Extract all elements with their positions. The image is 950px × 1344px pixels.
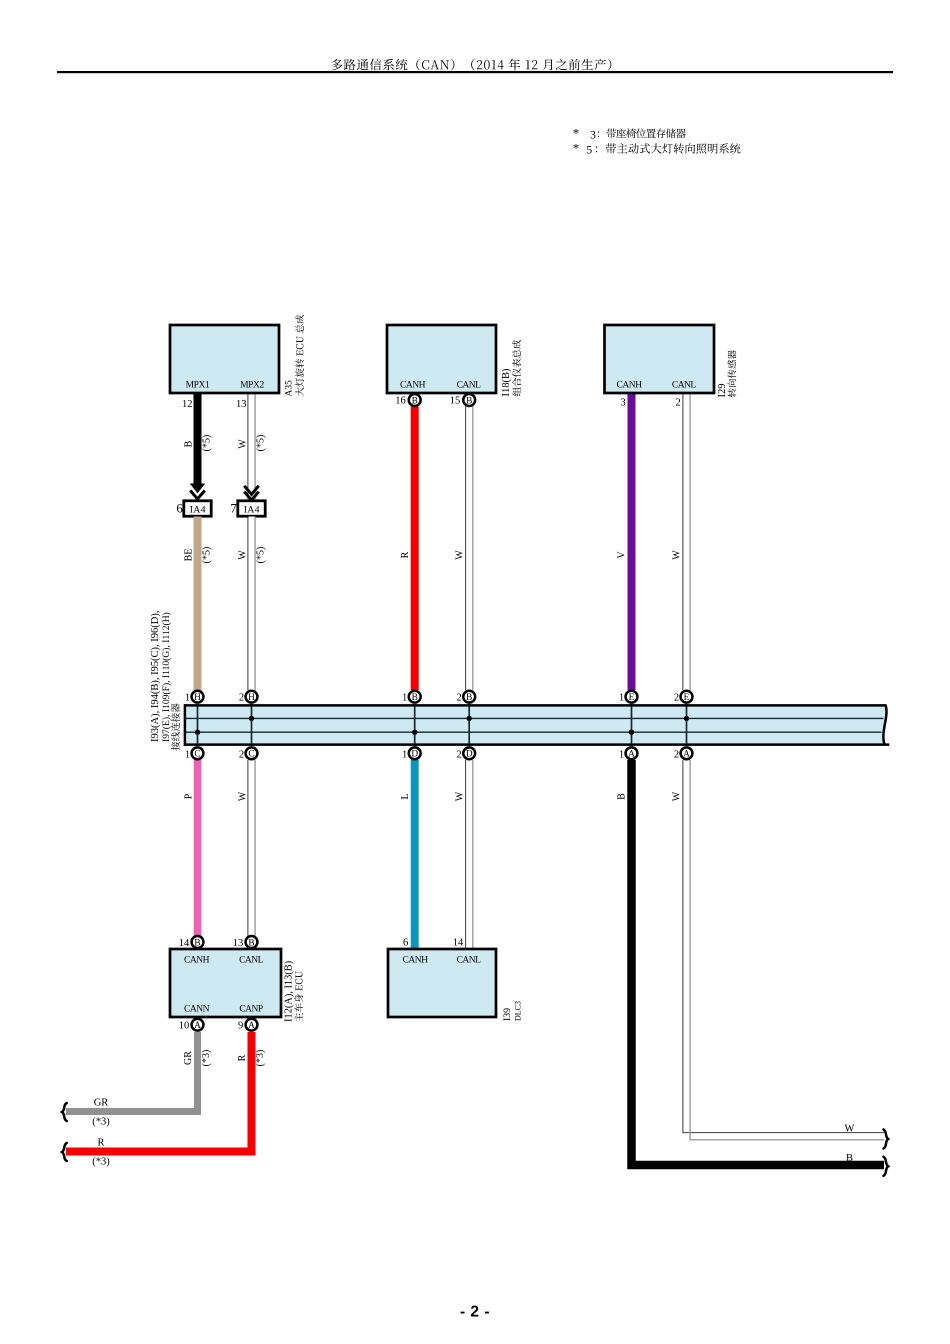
svg-text:W: W [237,550,248,560]
svg-text:CANH: CANH [403,956,429,966]
svg-text:1: 1 [619,693,624,704]
svg-text:V: V [617,551,628,559]
svg-text:2: 2 [675,398,680,409]
svg-text:13: 13 [233,938,244,949]
svg-text:C: C [194,750,200,760]
svg-text:1: 1 [185,693,190,704]
svg-text:B: B [617,793,628,800]
svg-text:I93(A), I94(B), I95(C), I96(D): I93(A), I94(B), I95(C), I96(D), [150,610,161,742]
svg-text:7: 7 [230,502,237,516]
svg-text:I29: I29 [717,384,728,398]
svg-text:CANP: CANP [239,1005,263,1015]
svg-text:3: 3 [590,129,596,141]
svg-text:W: W [845,1124,855,1135]
svg-text:IA4: IA4 [190,504,206,515]
svg-text:W: W [237,439,248,449]
svg-text:(*3): (*3) [255,1050,266,1067]
svg-text:I12(A), I13(B): I12(A), I13(B) [283,961,294,1022]
svg-text:B: B [412,396,418,406]
svg-text:P: P [183,793,194,799]
svg-text:MPX2: MPX2 [240,381,264,391]
svg-text:W: W [672,550,683,560]
svg-text:(*3): (*3) [92,1157,110,1168]
svg-text:15: 15 [450,396,461,407]
svg-text:E: E [629,693,635,703]
svg-text:A: A [628,750,635,760]
svg-text:W: W [454,550,465,560]
svg-text:H: H [248,693,255,703]
svg-text:W: W [672,791,683,801]
svg-text:R: R [400,551,411,558]
svg-text:6: 6 [176,502,183,516]
svg-text:1: 1 [402,693,407,704]
svg-text:B: B [846,1153,853,1164]
svg-text:GR: GR [183,1051,194,1065]
svg-text:I18(B): I18(B) [501,368,512,396]
svg-text:D: D [411,750,418,760]
svg-text:CANH: CANH [617,381,643,391]
svg-text:W: W [454,791,465,801]
svg-text:9: 9 [238,1021,243,1032]
svg-text:CANL: CANL [239,956,264,966]
svg-text:B: B [466,693,472,703]
svg-text:*: * [573,141,580,156]
svg-text:12: 12 [182,399,193,410]
svg-text:3: 3 [620,398,625,409]
svg-text:CANL: CANL [457,956,482,966]
svg-text:B: B [248,938,254,948]
svg-text:B: B [466,396,472,406]
svg-text:2: 2 [674,749,679,760]
svg-text:I97(E), I109(F), I110(G), I112: I97(E), I109(F), I110(G), I112(H) [161,612,172,742]
svg-text:(*5): (*5) [201,547,212,564]
svg-text:5: 5 [586,145,592,157]
svg-text:R: R [97,1138,104,1149]
svg-text:2: 2 [674,693,679,704]
svg-text:CANH: CANH [400,381,426,391]
svg-text:2: 2 [457,693,462,704]
svg-text:(*3): (*3) [92,1117,110,1128]
svg-text:A: A [194,1021,201,1031]
svg-text:B: B [183,440,194,447]
svg-text:R: R [237,1054,248,1061]
svg-text:A35: A35 [285,380,295,397]
svg-text:2: 2 [457,749,462,760]
svg-text:CANL: CANL [457,381,482,391]
svg-text:IA4: IA4 [244,504,260,515]
svg-text:MPX1: MPX1 [186,381,210,391]
svg-text:B: B [194,938,200,948]
svg-text:2: 2 [239,749,244,760]
svg-text:CANL: CANL [672,381,697,391]
svg-text:(*5): (*5) [201,435,212,452]
svg-text:(*5): (*5) [255,435,266,452]
svg-text:CANN: CANN [184,1005,210,1015]
svg-text:14: 14 [179,938,190,949]
svg-text:A: A [248,1021,255,1031]
svg-text:DLC3: DLC3 [514,1001,523,1021]
svg-text:- 2 -: - 2 - [460,1304,490,1321]
svg-text:*: * [573,125,580,140]
svg-text:(*3): (*3) [201,1050,212,1067]
svg-text:A: A [683,750,690,760]
svg-text:10: 10 [179,1021,190,1032]
svg-text:(*5): (*5) [255,547,266,564]
svg-text:B: B [412,693,418,703]
svg-text:13: 13 [236,399,247,410]
svg-text:CANH: CANH [184,956,210,966]
svg-text:1: 1 [402,749,407,760]
svg-text:W: W [237,791,248,801]
svg-text:1: 1 [619,749,624,760]
svg-text:L: L [400,793,411,799]
svg-text:C: C [248,750,254,760]
svg-text:E: E [684,693,690,703]
svg-text:H: H [194,693,201,703]
svg-text:BE: BE [183,549,194,562]
svg-text:14: 14 [453,938,464,949]
svg-text:GR: GR [94,1098,109,1109]
svg-text:D: D [466,750,473,760]
svg-text:16: 16 [395,396,406,407]
svg-text:2: 2 [239,693,244,704]
svg-text:6: 6 [403,938,408,949]
svg-text:1: 1 [185,749,190,760]
svg-text:I39: I39 [502,1008,513,1021]
